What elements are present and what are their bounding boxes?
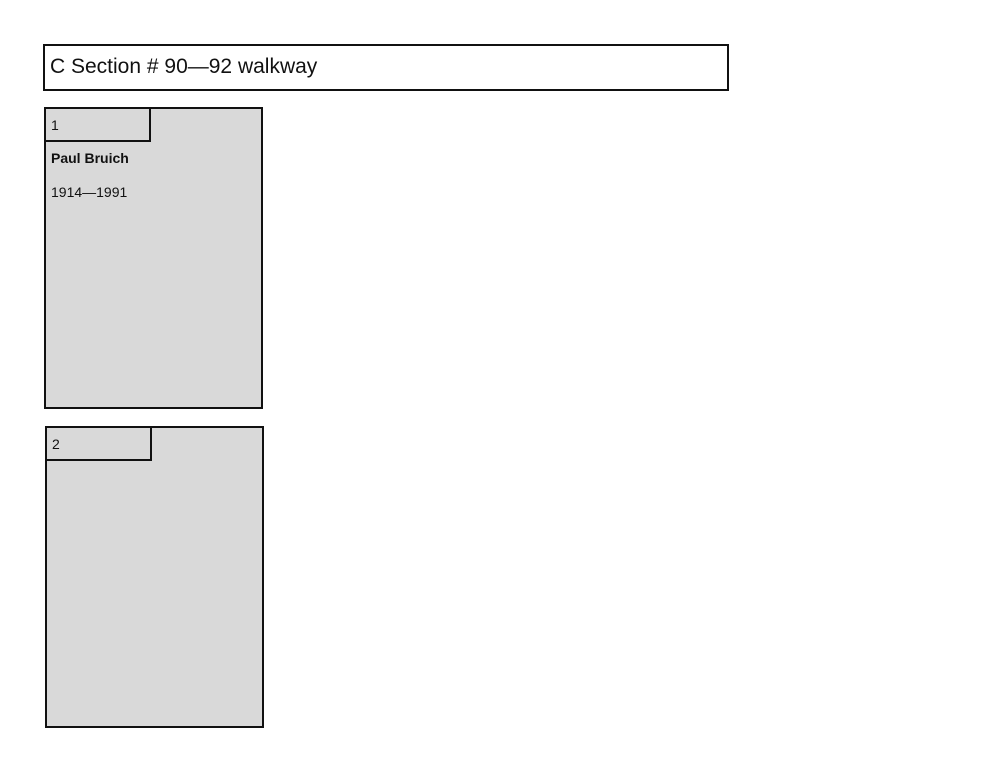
plot-card-2[interactable]: 2 <box>45 426 264 728</box>
plot-number: 2 <box>47 428 152 461</box>
plot-number: 1 <box>46 109 151 142</box>
plot-name: Paul Bruich <box>51 150 129 166</box>
plot-card-1[interactable]: 1 Paul Bruich 1914—1991 <box>44 107 263 409</box>
plot-dates: 1914—1991 <box>51 184 128 200</box>
section-title: C Section # 90—92 walkway <box>43 44 729 91</box>
